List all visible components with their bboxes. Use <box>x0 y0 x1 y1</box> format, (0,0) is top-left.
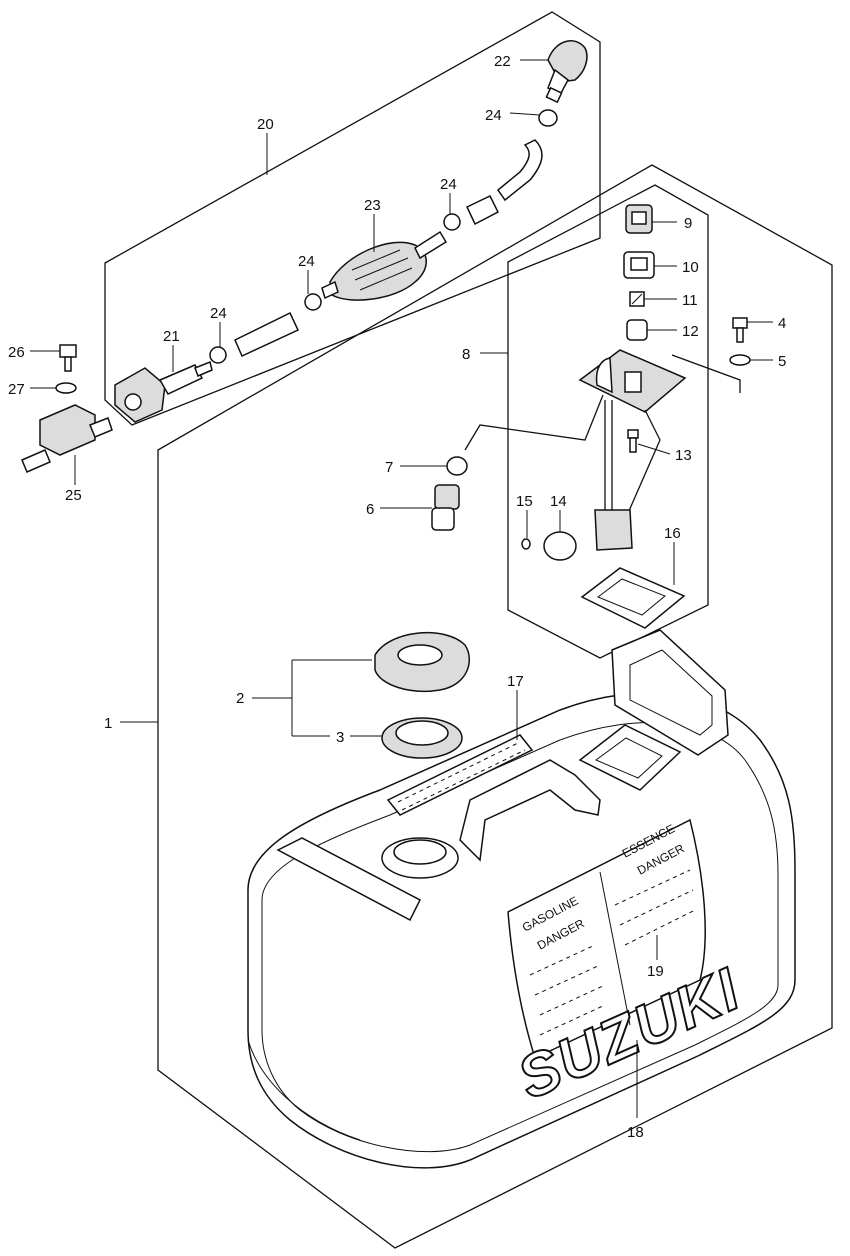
part-20-hose-short <box>234 311 299 358</box>
callout-19: 19 <box>647 963 664 980</box>
callout-6: 6 <box>366 501 374 518</box>
part-17-top-label <box>386 734 534 816</box>
part-11-lens <box>629 291 645 307</box>
callout-18: 18 <box>627 1124 644 1141</box>
callout-15: 15 <box>516 493 533 510</box>
part-19-danger-label: GASOLINE DANGER ESSENCE DANGER <box>507 818 706 1060</box>
part-3-cap-gasket <box>381 717 463 759</box>
callout-24-c: 24 <box>298 253 315 270</box>
callout-27: 27 <box>8 381 25 398</box>
callout-13: 13 <box>675 447 692 464</box>
callout-24-b: 24 <box>440 176 457 193</box>
callout-11: 11 <box>682 292 698 309</box>
fuel-gauge-frame <box>507 184 709 659</box>
callout-20: 20 <box>257 116 274 133</box>
part-7-grommet <box>446 456 468 476</box>
callout-21: 21 <box>163 328 180 345</box>
part-8-gauge-unit <box>578 349 687 551</box>
part-14-float <box>543 531 577 561</box>
callout-22: 22 <box>494 53 511 70</box>
part-20-hose-upper <box>466 139 543 226</box>
part-25-fitting <box>21 404 113 473</box>
callout-3: 3 <box>336 729 344 746</box>
part-15-clip <box>521 538 531 550</box>
part-6-fitting <box>431 484 460 531</box>
part-24-clip-a <box>538 109 558 127</box>
part-4-screw <box>732 317 748 343</box>
callout-26: 26 <box>8 344 25 361</box>
part-24-clip-c <box>304 293 322 311</box>
callout-4: 4 <box>778 315 786 332</box>
leader-lines <box>30 59 773 1118</box>
part-27-washer <box>55 382 77 394</box>
part-22-connector <box>545 40 588 104</box>
part-13-screw <box>627 429 639 453</box>
part-21-tank-connector <box>114 360 213 423</box>
part-12-gasket <box>626 319 648 341</box>
callout-25: 25 <box>65 487 82 504</box>
callout-17: 17 <box>507 673 524 690</box>
part-5-washer <box>729 354 751 366</box>
part-23-primer-bulb <box>321 230 448 301</box>
part-10-gauge-lens-frame <box>623 251 655 279</box>
callout-16: 16 <box>664 525 681 542</box>
callout-7: 7 <box>385 459 393 476</box>
callout-12: 12 <box>682 323 699 340</box>
part-24-clip-b <box>443 213 461 231</box>
callout-8: 8 <box>462 346 470 363</box>
callout-24-d: 24 <box>210 305 227 322</box>
callout-5: 5 <box>778 353 786 370</box>
callout-9: 9 <box>684 215 692 232</box>
part-16-gauge-gasket <box>580 567 686 629</box>
callout-23: 23 <box>364 197 381 214</box>
part-9-gauge-cover <box>625 204 653 234</box>
guide-line-gauge <box>464 394 604 451</box>
hose-assembly-frame <box>104 11 601 426</box>
part-1-fuel-tank <box>247 629 796 1169</box>
callout-10: 10 <box>682 259 699 276</box>
part-26-bolt <box>59 344 77 372</box>
callout-14: 14 <box>550 493 567 510</box>
callout-1: 1 <box>104 715 112 732</box>
part-24-clip-d <box>209 346 227 364</box>
part-2-fuel-cap <box>374 632 470 692</box>
callouts: 22 24 20 24 23 24 24 21 26 27 25 9 10 11… <box>8 53 786 1141</box>
tank-assembly-frame <box>157 164 833 1249</box>
guide-line-4-5 <box>671 354 741 393</box>
callout-24-a: 24 <box>485 107 502 124</box>
callout-2: 2 <box>236 690 244 707</box>
